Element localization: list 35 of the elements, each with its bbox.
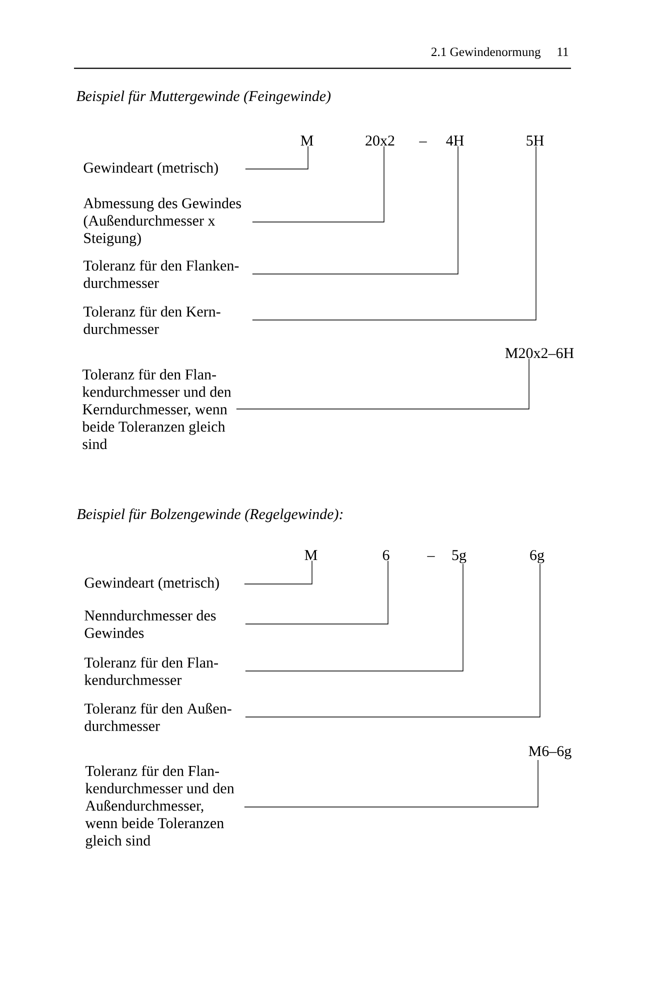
description-text: Toleranz für den Flan- kendurchmesser und den Kerndurchmesser, wenn beide Toleranzen gleich sind: [82, 368, 232, 450]
designation-part: M: [304, 550, 318, 560]
designation-part: 6: [382, 550, 390, 560]
thread-designation: M6–6g: [528, 746, 572, 760]
page-number: 11: [558, 48, 568, 56]
description-text: Toleranz für den Flan- kendurchmesser und den Außendurchmesser, wenn beide Toleranzen gleich sind: [85, 765, 234, 849]
leader-line: [245, 560, 388, 624]
code-separator: –: [427, 556, 435, 557]
description-text: Toleranz für den Flanken- durchmesser: [83, 260, 239, 288]
designation-part: 20x2: [366, 136, 394, 146]
description-text: Toleranz für den Außen- durchmesser: [84, 702, 232, 732]
designation-part: 5H: [526, 136, 544, 146]
thread-designation: M20x2–6H: [505, 348, 574, 358]
description-text: Toleranz für den Kern- durchmesser: [83, 306, 220, 334]
leader-line: [245, 146, 308, 170]
description-text: Abmessung des Gewindes (Außendurchmesser x Steigung): [83, 198, 241, 246]
leader-line: [245, 564, 464, 672]
designation-part: 5g: [452, 550, 466, 564]
leader-line: [252, 146, 384, 222]
description-text: Nenndurchmesser des Gewindes: [84, 610, 216, 638]
leader-line: [252, 146, 536, 320]
leader-line: [252, 146, 458, 274]
description-text: Toleranz für den Flan- kendurchmesser: [84, 656, 218, 686]
leader-line: [244, 560, 312, 584]
leader-line: [244, 760, 538, 808]
designation-part: M: [300, 136, 314, 146]
section-heading: Beispiel für Muttergewinde (Feingewinde): [76, 90, 331, 104]
description-text: Gewindeart (metrisch): [84, 162, 218, 176]
description-text: Gewindeart (metrisch): [84, 577, 219, 591]
section-heading: Beispiel für Bolzengewinde (Regelgewinde):: [76, 508, 343, 522]
leader-line: [245, 564, 540, 718]
designation-part: 4H: [446, 136, 464, 146]
designation-part: 6g: [530, 550, 544, 564]
leader-line: [236, 358, 530, 410]
running-header: 2.1 Gewindenormung: [431, 47, 541, 59]
